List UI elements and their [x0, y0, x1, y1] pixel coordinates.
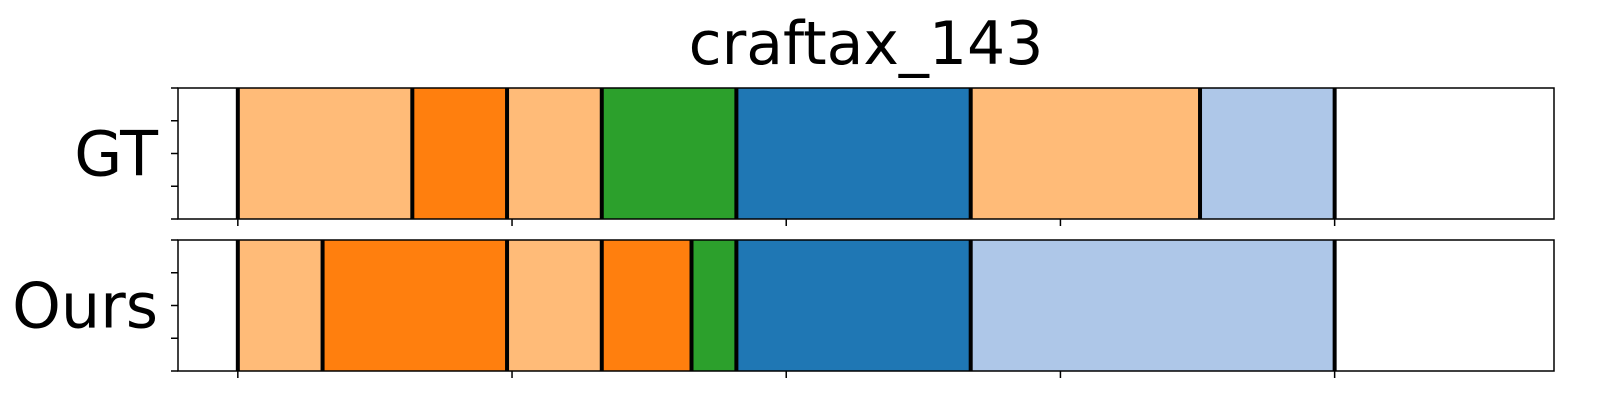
- segment-gt-5: [736, 88, 971, 219]
- segment-gt-2: [412, 88, 508, 219]
- segment-gt-3: [507, 88, 602, 219]
- segment-gt-6: [970, 88, 1201, 219]
- panels: GT Ours: [12, 87, 1555, 378]
- segment-ours-8: [1334, 240, 1554, 371]
- segment-gt-1: [237, 88, 413, 219]
- chart-title: craftax_143: [689, 9, 1044, 79]
- segment-ours-1: [237, 240, 323, 371]
- segment-ours-0: [178, 240, 238, 371]
- segment-ours-6: [736, 240, 971, 371]
- row-label-ours: Ours: [12, 270, 158, 343]
- segment-gt-4: [601, 88, 737, 219]
- segment-ours-7: [970, 240, 1335, 371]
- segment-ours-3: [507, 240, 602, 371]
- segment-ours-4: [601, 240, 692, 371]
- segment-gt-0: [178, 88, 238, 219]
- segment-ours-5: [691, 240, 737, 371]
- segment-gt-8: [1334, 88, 1554, 219]
- segment-ours-2: [322, 240, 508, 371]
- panel-gt: GT: [74, 87, 1555, 226]
- row-label-gt: GT: [74, 118, 159, 191]
- panel-ours: Ours: [12, 239, 1555, 378]
- segment-gt-7: [1200, 88, 1335, 219]
